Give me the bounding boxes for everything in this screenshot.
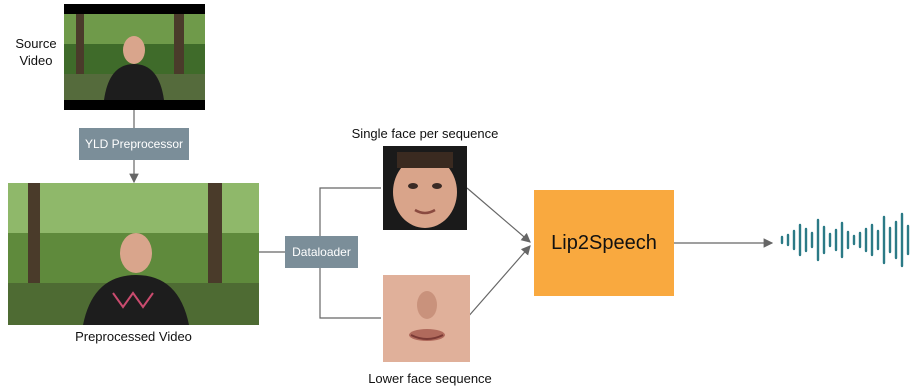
lower-face-label: Lower face sequence [368,371,492,386]
source-label-line1: Source [15,36,57,51]
source-video-thumbnail [64,4,205,110]
yld-preprocessor-label: YLD Preprocessor [84,137,184,151]
single-face-thumbnail [383,146,467,230]
source-label-line2: Video [19,53,53,68]
dataloader-label: Dataloader [292,245,351,259]
preprocessed-video-label: Preprocessed Video [75,329,192,344]
yld-preprocessor-box: YLD Preprocessor [79,128,189,160]
arrow-single-face-to-model [466,187,531,243]
dataloader-box: Dataloader [285,236,358,268]
lip2speech-box: Lip2Speech [534,190,674,296]
arrow-lower-face-to-model [466,245,531,319]
line-dataloader-to-lower-face [319,268,381,319]
audio-waveform-icon [780,212,910,268]
source-video-label: Source Video [6,35,66,69]
lower-face-thumbnail [383,275,470,362]
line-dataloader-to-single-face [319,187,381,236]
preprocessed-video-thumbnail [8,183,259,325]
single-face-label: Single face per sequence [351,126,499,141]
lip2speech-label: Lip2Speech [551,231,657,254]
